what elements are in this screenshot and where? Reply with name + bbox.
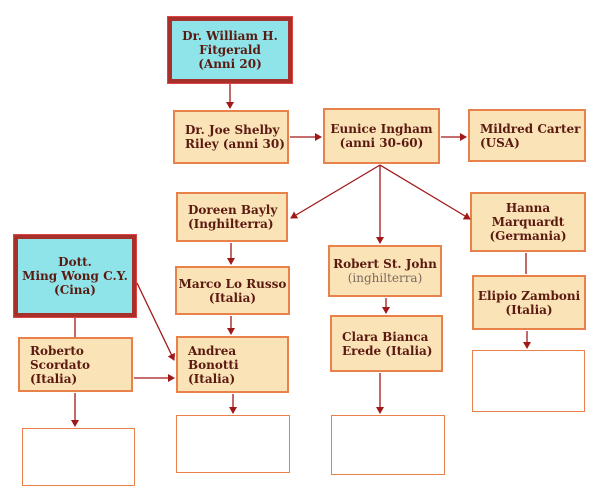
node-fitgerald-label: Dr. William H. Fitgerald (Anni 20) [182,29,278,71]
node-ingham: Eunice Ingham (anni 30-60) [323,108,440,164]
node-bonotti: Andrea Bonotti (Italia) [176,336,289,393]
node-carter-label: Mildred Carter (USA) [480,121,581,150]
node-marquardt-label: Hanna Marquardt (Germania) [489,201,567,243]
node-ingham-label: Eunice Ingham (anni 30-60) [330,122,433,150]
node-riley: Dr. Joe Shelby Riley (anni 30) [173,110,289,164]
node-erede: Clara Bianca Erede (Italia) [330,315,443,372]
empty-box-3 [331,415,445,475]
node-riley-label: Dr. Joe Shelby Riley (anni 30) [185,123,285,151]
node-bonotti-label: Andrea Bonotti (Italia) [188,343,239,386]
node-scordato-label: Roberto Scordato (Italia) [30,343,91,386]
node-russo: Marco Lo Russo (Italia) [175,266,290,315]
node-stjohn-name: Robert St. John [333,257,437,271]
node-scordato: Roberto Scordato (Italia) [18,337,133,392]
node-wong-label: Dott. Ming Wong C.Y. (Cina) [22,255,128,297]
node-wong: Dott. Ming Wong C.Y. (Cina) [13,234,137,318]
node-zamboni: Elipio Zamboni (Italia) [472,275,586,330]
link-ingham-bayly [290,164,381,219]
node-stjohn: Robert St. John (inghilterra) [328,245,442,297]
node-carter: Mildred Carter (USA) [468,109,586,162]
empty-box-4 [472,350,585,412]
node-russo-label: Marco Lo Russo (Italia) [178,276,287,305]
node-marquardt: Hanna Marquardt (Germania) [470,192,586,252]
empty-box-1 [22,428,135,486]
node-zamboni-label: Elipio Zamboni (Italia) [477,288,581,317]
empty-box-2 [176,415,290,473]
node-bayly: Doreen Bayly (Inghilterra) [176,192,288,242]
node-bayly-label: Doreen Bayly (Inghilterra) [188,203,278,231]
link-ingham-marquardt [379,164,471,220]
link-wong-bonotti [136,282,176,361]
node-erede-label: Clara Bianca Erede (Italia) [342,329,433,358]
node-fitgerald: Dr. William H. Fitgerald (Anni 20) [167,16,293,84]
node-stjohn-country: (inghilterra) [347,271,423,285]
